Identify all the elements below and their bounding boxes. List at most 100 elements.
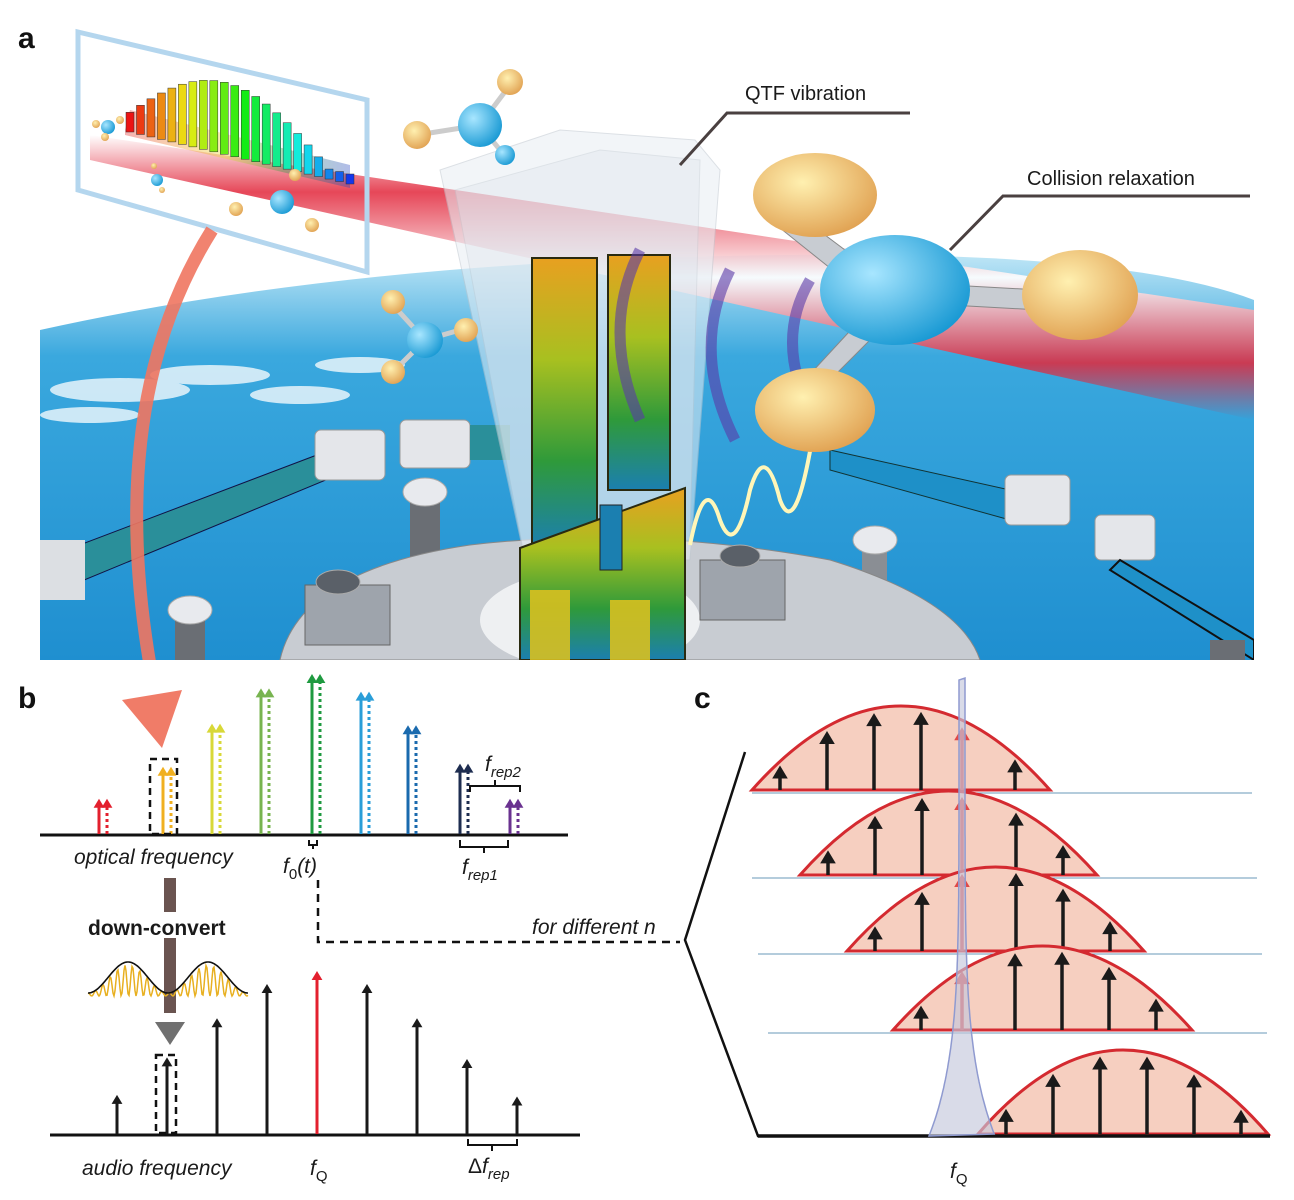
panel-c-comb-tooth bbox=[1102, 921, 1118, 951]
inset-comb-bar bbox=[146, 98, 156, 138]
qtf-callout-line bbox=[678, 111, 910, 167]
inset-comb-bar bbox=[125, 112, 135, 133]
inset-comb-bar bbox=[136, 105, 145, 135]
panel-c-row bbox=[752, 789, 1257, 879]
optical-comb-line-shifted bbox=[363, 691, 375, 834]
qtf-vibration-label: QTF vibration bbox=[745, 83, 866, 105]
panel-c-comb-tooth bbox=[914, 798, 930, 875]
optical-frequency-label: optical frequency bbox=[74, 846, 234, 869]
optical-comb bbox=[93, 674, 524, 834]
for-different-n-label: for different n bbox=[532, 916, 656, 939]
audio-comb-line bbox=[261, 984, 273, 1134]
panel-c-row bbox=[768, 944, 1267, 1034]
panel-c-row bbox=[748, 704, 1252, 794]
inset-comb-bar bbox=[220, 82, 229, 155]
down-convert-label-bg bbox=[70, 912, 270, 938]
transfer-arrow-shaft bbox=[130, 226, 218, 660]
inset-comb-bar bbox=[240, 90, 250, 160]
dfrep-label: Δfrep bbox=[468, 1155, 510, 1183]
audio-comb-line bbox=[461, 1059, 473, 1134]
spectral-envelope bbox=[748, 704, 1054, 792]
optical-comb-line-shifted bbox=[101, 798, 113, 834]
inset-comb-bars bbox=[125, 80, 355, 188]
rail-left bbox=[40, 429, 386, 600]
panel-c-comb-tooth bbox=[913, 1005, 929, 1030]
molecule-top bbox=[403, 69, 523, 165]
inset-comb-bar bbox=[261, 103, 271, 165]
frep1-label: frep1 bbox=[462, 856, 498, 884]
optical-comb-line-shifted bbox=[512, 798, 524, 834]
panel-c-comb-tooth bbox=[1055, 845, 1071, 875]
optical-comb-line-shifted bbox=[214, 723, 226, 834]
panel-label-b: b bbox=[18, 682, 36, 715]
panel-c-comb-tooth bbox=[1101, 966, 1117, 1030]
panel-label-c: c bbox=[694, 682, 711, 715]
inset-comb-bar bbox=[345, 173, 355, 185]
optical-comb-line-shifted bbox=[263, 688, 275, 834]
molecule-left bbox=[381, 290, 478, 384]
spectral-envelope bbox=[796, 789, 1101, 877]
audio-comb-line bbox=[361, 984, 373, 1134]
optical-comb-line-shifted bbox=[410, 725, 422, 834]
optical-comb-line bbox=[355, 691, 367, 834]
down-convert-label: down-convert bbox=[88, 917, 226, 940]
audio-comb-line bbox=[161, 1057, 173, 1134]
frep2-label: frep2 bbox=[485, 753, 522, 781]
panel-c-comb-tooth bbox=[820, 850, 836, 875]
panel-c-comb-tooth bbox=[913, 711, 929, 790]
optical-comb-line-shifted bbox=[165, 766, 177, 834]
interferogram bbox=[87, 961, 249, 999]
optical-comb-line bbox=[306, 674, 318, 834]
inset-spectrum-frame bbox=[75, 28, 370, 276]
collision-callout-line bbox=[948, 194, 1250, 252]
collision-relaxation-label: Collision relaxation bbox=[1027, 168, 1195, 190]
qtf-fork bbox=[439, 129, 721, 660]
panel-c-comb-tooth bbox=[1148, 998, 1164, 1030]
panel-c-comb-tooth bbox=[1008, 812, 1024, 875]
inset-comb-bar bbox=[178, 83, 187, 145]
panel-a-illustration bbox=[40, 28, 1254, 660]
panel-c-comb-tooth bbox=[867, 926, 883, 951]
interferogram-envelope bbox=[88, 961, 248, 994]
panel-c-row bbox=[974, 1048, 1272, 1136]
inset-comb-bar bbox=[335, 171, 344, 182]
heat-signal-wave bbox=[688, 439, 814, 546]
connector-dashed-line bbox=[316, 880, 680, 944]
panel-c-comb-tooth bbox=[1007, 759, 1023, 790]
optical-comb-line bbox=[454, 763, 466, 834]
inset-comb-bar bbox=[188, 81, 198, 148]
spectral-envelope bbox=[843, 865, 1148, 953]
inset-comb-bar bbox=[282, 122, 292, 170]
inset-comb-bar bbox=[167, 87, 177, 143]
panel-c-row bbox=[758, 865, 1262, 955]
audio-comb-line bbox=[511, 1096, 523, 1134]
panel-c-comb-tooth bbox=[1092, 1056, 1108, 1134]
panel-c-comb-tooth bbox=[772, 765, 788, 790]
optical-comb-line-shifted bbox=[462, 763, 474, 834]
inset-comb-bar bbox=[303, 144, 313, 175]
panel-c-comb-tooth bbox=[867, 815, 883, 875]
fq-label-b: fQ bbox=[310, 1157, 328, 1185]
audio-comb-line bbox=[211, 1018, 223, 1134]
panel-c-comb-tooth bbox=[1045, 1073, 1061, 1134]
frep1-brace bbox=[459, 840, 509, 853]
transfer-arrow-head bbox=[122, 690, 182, 748]
panel-c-comb-tooth bbox=[866, 713, 882, 790]
audio-comb-line bbox=[111, 1094, 123, 1134]
panel-b: f0(t) optical frequency frep1 frep2 down… bbox=[40, 674, 680, 1185]
inset-comb-bar bbox=[199, 80, 208, 150]
audio-comb bbox=[111, 971, 523, 1134]
f0-label: f0(t) bbox=[283, 855, 317, 883]
optical-comb-line bbox=[255, 688, 267, 834]
dfrep-brace bbox=[467, 1139, 518, 1151]
panel-c-comb-tooth bbox=[1139, 1056, 1155, 1134]
optical-comb-line bbox=[93, 798, 105, 834]
panel-c-comb-tooth bbox=[819, 730, 835, 790]
f0-brace bbox=[308, 840, 318, 849]
optical-comb-line bbox=[157, 766, 169, 834]
panel-c-comb-tooth bbox=[1233, 1109, 1249, 1134]
audio-comb-line bbox=[411, 1018, 423, 1134]
panel-c-comb-tooth bbox=[998, 1108, 1014, 1134]
inset-comb-bar bbox=[293, 133, 302, 172]
inset-comb-bar bbox=[272, 112, 281, 167]
